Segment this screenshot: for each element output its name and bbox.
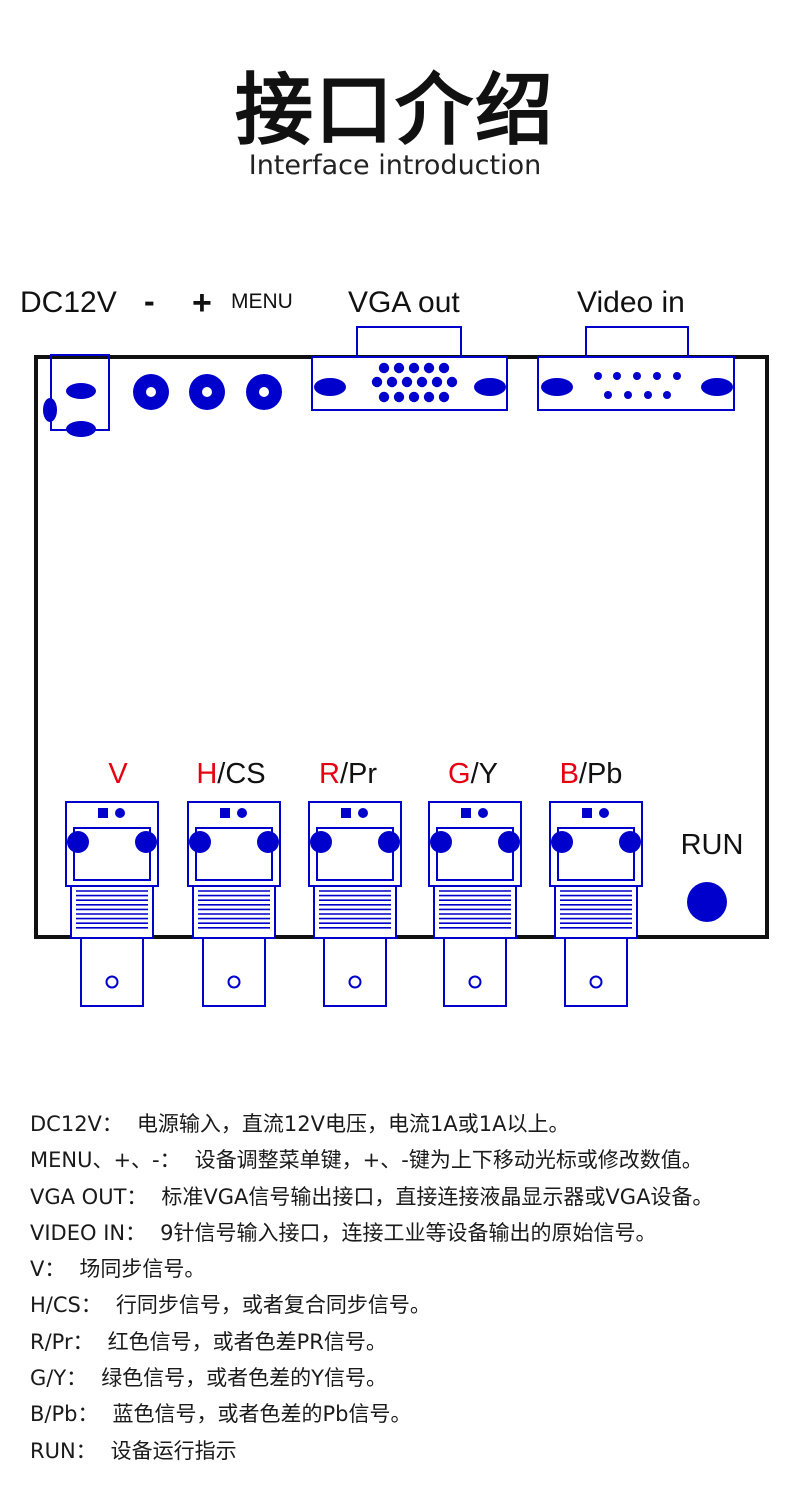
description-line: VGA OUT： 标准VGA信号输出接口，直接连接液晶显示器或VGA设备。	[30, 1179, 780, 1215]
label-dc12v: DC12V	[20, 286, 117, 319]
description-line: RUN： 设备运行指示	[30, 1433, 780, 1469]
description-text: 设备调整菜单键，+、-键为上下移动光标或修改数值。	[194, 1148, 703, 1173]
label-vga-out: VGA out	[348, 286, 460, 319]
port-label-rpr: R/Pr	[319, 758, 377, 790]
page-subtitle: Interface introduction	[248, 150, 542, 181]
interface-diagram: DC12V - + MENU VGA out Video in	[20, 283, 769, 1007]
port-label-gy: G/Y	[448, 758, 498, 790]
description-text: 标准VGA信号输出接口，直接连接液晶显示器或VGA设备。	[161, 1184, 714, 1209]
description-key: G/Y：	[30, 1366, 88, 1391]
description-text: 电源输入，直流12V电压，电流1A或1A以上。	[136, 1112, 570, 1136]
description-line: R/Pr： 红色信号，或者色差PR信号。	[30, 1324, 780, 1360]
description-line: G/Y： 绿色信号，或者色差的Y信号。	[30, 1360, 780, 1396]
description-text: 9针信号输入接口，连接工业等设备输出的原始信号。	[160, 1220, 657, 1245]
label-plus: +	[192, 284, 212, 322]
description-list: DC12V： 电源输入，直流12V电压，电流1A或1A以上。 MENU、+、-： 设备…	[30, 1106, 780, 1469]
description-text: 红色信号，或者色差PR信号。	[107, 1329, 387, 1354]
bnc-connector-bpb	[549, 801, 643, 1007]
port-label-hcs: H/CS	[196, 758, 265, 790]
description-key: RUN：	[30, 1438, 97, 1463]
video-in-connector	[537, 326, 735, 411]
description-line: V： 场同步信号。	[30, 1251, 780, 1287]
port-label-bpb: B/Pb	[560, 758, 623, 790]
description-key: MENU、+、-：	[30, 1148, 181, 1173]
label-video-in: Video in	[577, 286, 685, 319]
bnc-connector-hcs	[187, 801, 281, 1007]
description-line: H/CS： 行同步信号，或者复合同步信号。	[30, 1287, 780, 1323]
port-label-v: V	[108, 758, 128, 790]
dc-power-jack	[43, 354, 110, 437]
description-key: VIDEO IN：	[30, 1220, 147, 1245]
bnc-connector-rpr	[308, 801, 402, 1007]
description-key: V：	[30, 1257, 66, 1282]
description-line: DC12V： 电源输入，直流12V电压，电流1A或1A以上。	[30, 1106, 780, 1142]
description-key: H/CS：	[30, 1293, 102, 1318]
label-minus: -	[144, 283, 155, 319]
description-line: VIDEO IN： 9针信号输入接口，连接工业等设备输出的原始信号。	[30, 1215, 780, 1251]
description-text: 设备运行指示	[110, 1438, 237, 1463]
description-key: DC12V：	[30, 1112, 123, 1136]
run-label: RUN	[681, 829, 744, 861]
page-title: 接口介绍	[234, 66, 555, 156]
description-text: 蓝色信号，或者色差的Pb信号。	[112, 1402, 412, 1427]
description-line: B/Pb： 蓝色信号，或者色差的Pb信号。	[30, 1396, 780, 1432]
run-indicator-led	[687, 882, 727, 922]
description-key: B/Pb：	[30, 1402, 99, 1427]
description-text: 行同步信号，或者复合同步信号。	[115, 1293, 431, 1318]
description-text: 绿色信号，或者色差的Y信号。	[101, 1366, 388, 1391]
description-key: VGA OUT：	[30, 1184, 148, 1209]
bnc-connector-gy	[428, 801, 522, 1007]
description-text: 场同步信号。	[79, 1257, 206, 1282]
bnc-connectors	[65, 801, 643, 1007]
menu-buttons	[133, 374, 282, 410]
bnc-connector-v	[65, 801, 159, 1007]
description-line: MENU、+、-： 设备调整菜单键，+、-键为上下移动光标或修改数值。	[30, 1142, 780, 1178]
description-key: R/Pr：	[30, 1329, 94, 1354]
label-menu: MENU	[231, 290, 293, 313]
vga-out-connector	[311, 326, 508, 411]
